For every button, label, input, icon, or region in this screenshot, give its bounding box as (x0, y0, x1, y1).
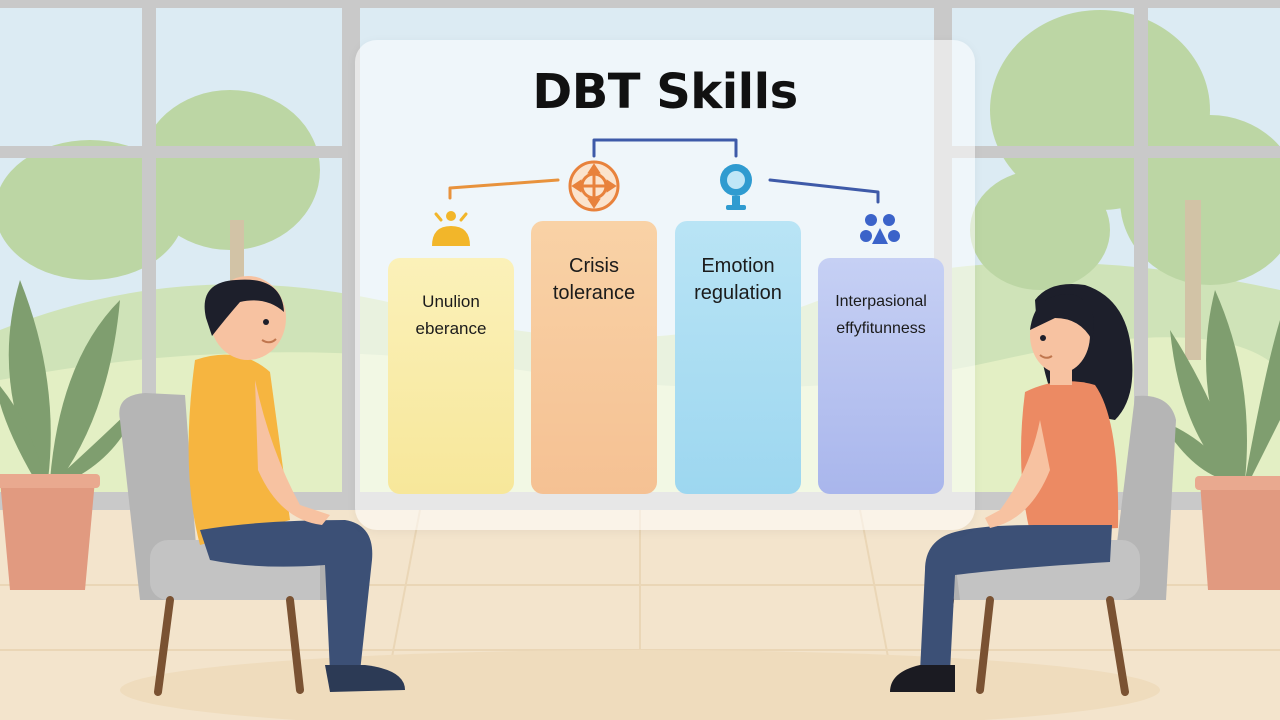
background-trees (0, 10, 1280, 290)
skill-card-3-label: Emotion regulation (675, 253, 801, 307)
diagram-title: DBT Skills (532, 64, 798, 120)
skill-card-3-line2: regulation (694, 282, 782, 304)
right-person (890, 284, 1133, 692)
left-person (188, 276, 405, 692)
skill-card-2-label: Crisis tolerance (531, 253, 657, 307)
skill-card-1-label: Unulion eberance (388, 288, 514, 342)
skill-card-1: Unulion eberance (388, 258, 514, 494)
skill-card-3-line1: Emotion (701, 255, 775, 277)
skill-card-4-line2: effyfitunness (836, 320, 926, 337)
skill-card-1-line1: Unulion (422, 292, 480, 311)
skill-card-2-line2: tolerance (552, 282, 636, 304)
skill-card-3: Emotion regulation (675, 221, 801, 494)
skill-card-2: Crisis tolerance (531, 221, 657, 494)
skill-card-2-line1: Crisis (569, 255, 619, 277)
rug (120, 650, 1160, 720)
skill-card-4: Interpasional effyfitunness (818, 258, 944, 494)
right-plant (1160, 290, 1280, 590)
left-plant (0, 280, 140, 590)
skill-card-1-line2: eberance (415, 319, 487, 338)
skill-card-4-label: Interpasional effyfitunness (818, 288, 944, 342)
skill-card-4-line1: Interpasional (835, 293, 927, 310)
